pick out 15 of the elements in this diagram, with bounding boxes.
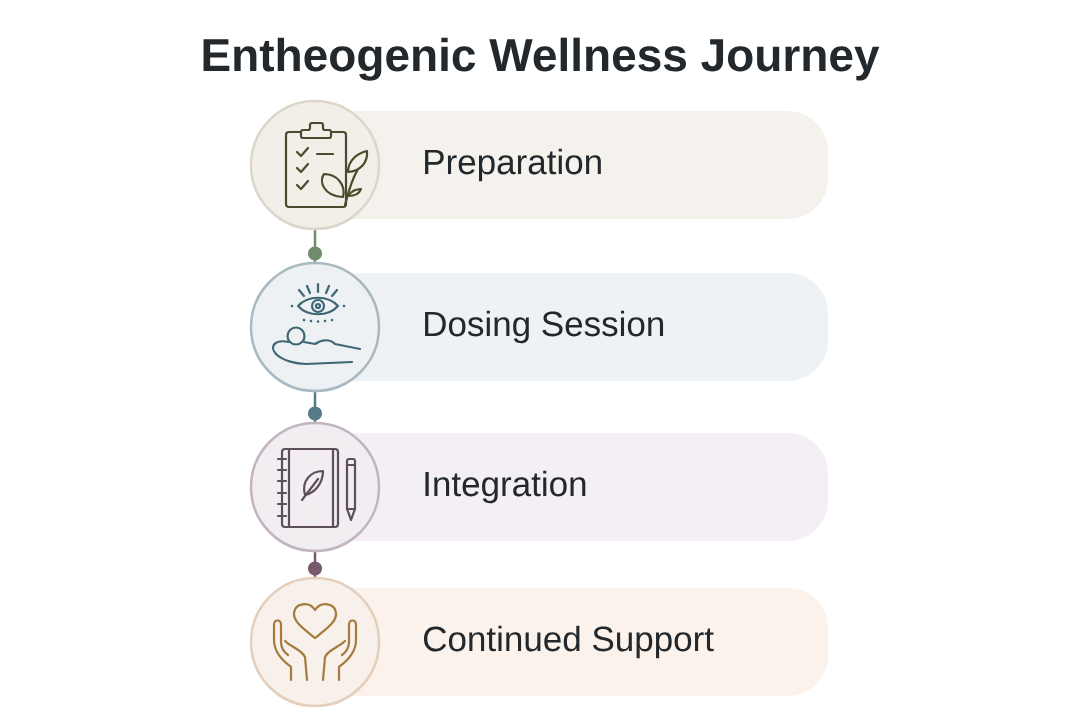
step-band: Preparation (350, 111, 828, 219)
node-label: Preparation (425, 148, 601, 182)
title: Entheogenic Wellness Journey (203, 37, 880, 81)
step-band: Integration (350, 433, 828, 541)
connector-line (308, 392, 322, 422)
connector-line (308, 230, 322, 262)
step-circle (249, 99, 381, 231)
step-circle (249, 576, 381, 708)
step-circle (249, 421, 381, 553)
connector-line (308, 552, 322, 577)
step-circle (249, 261, 381, 393)
step-band: Continued Support (350, 588, 828, 696)
step-band: Dosing Session (350, 273, 828, 381)
node-label: Dosing Session (425, 310, 664, 344)
node-label: Continued Support (423, 625, 714, 659)
